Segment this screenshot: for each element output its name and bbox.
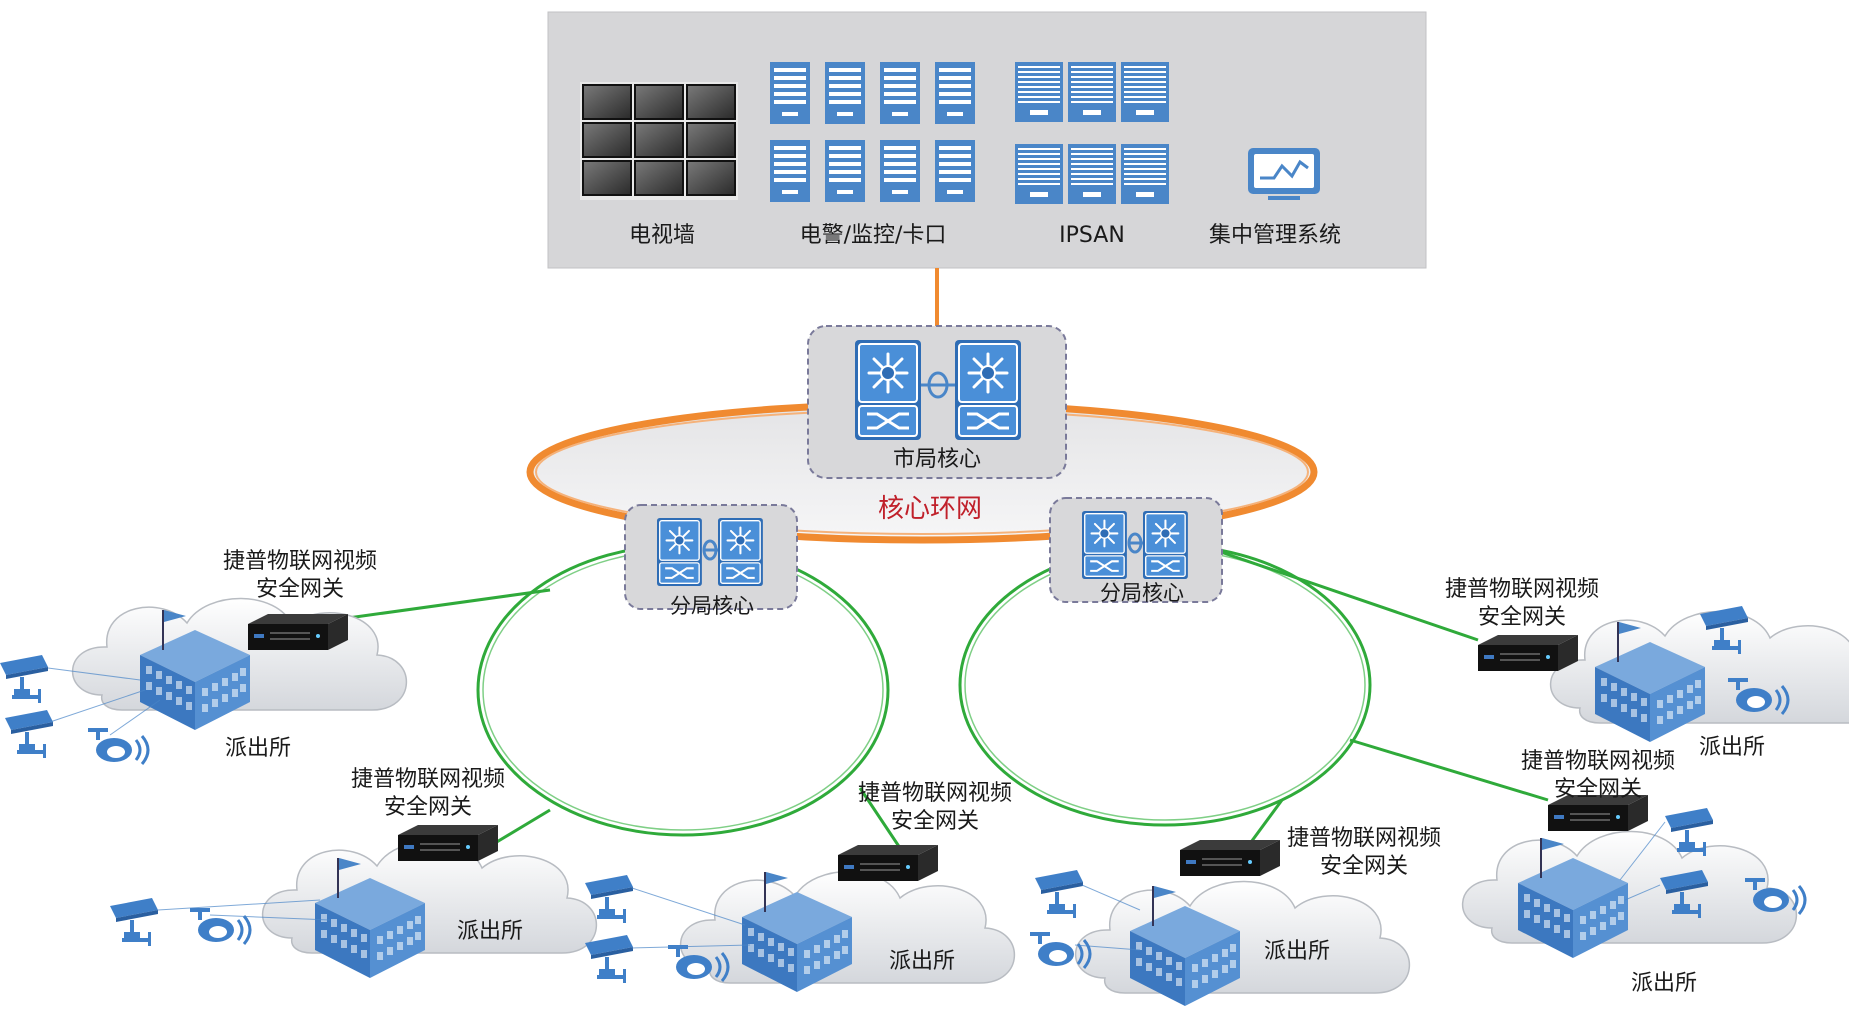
cloud-icon [1074,880,1411,994]
switch-icon [953,338,1023,442]
tv-screen [634,84,684,120]
gateway-label-line1: 捷普物联网视频 [351,767,505,792]
site-4: 捷普物联网视频 安全网关 派出所 [1028,826,1441,1006]
dome-camera-icon [86,726,150,766]
surveillance-label: 电警/监控/卡口 [800,223,947,248]
gateway-icon [1180,840,1280,876]
branch-core-left-label: 分局核心 [670,594,754,618]
gateway-label-line1: 捷普物联网视频 [1521,749,1675,774]
station-label: 派出所 [225,736,291,761]
gateway-label-line2: 安全网关 [384,795,472,820]
gateway-label-line1: 捷普物联网视频 [223,549,377,574]
gateway-label-line1: 捷普物联网视频 [1445,577,1599,602]
station-label: 派出所 [1631,971,1697,996]
gateway-label-line2: 安全网关 [256,577,344,602]
camera-icon [5,710,53,758]
camera-icon [0,655,48,703]
stack-link-icon [921,371,955,399]
tv-screen [686,84,736,120]
cloud-icon [1461,830,1798,944]
site-3: 捷普物联网视频 安全网关 派出所 [585,781,1016,992]
management-system-label: 集中管理系统 [1209,223,1341,248]
tv-wall-label: 电视墙 [629,223,695,248]
camera-icon [1035,870,1083,918]
site-5: 捷普物联网视频 安全网关 派出所 [1445,577,1849,760]
switch-icon [853,338,923,442]
gateway-label-line1: 捷普物联网视频 [858,781,1012,806]
gateway-icon [1478,635,1578,671]
gateway-label-line2: 安全网关 [1320,854,1408,879]
gateway-label-line2: 安全网关 [1478,605,1566,630]
branch-core-left: 分局核心 [624,504,798,618]
ipsan-label: IPSAN [1059,223,1125,248]
tv-wall-icon [580,82,738,200]
tv-screen [634,160,684,196]
tv-screen [634,122,684,158]
gateway-icon [838,845,938,881]
tv-screen [686,122,736,158]
tv-screen [582,84,632,120]
tv-screen [582,122,632,158]
monitor-chart-icon [1248,148,1320,200]
dome-camera-icon [188,906,252,946]
camera-icon [585,935,633,983]
station-label: 派出所 [889,949,955,974]
gateway-label-line2: 安全网关 [891,809,979,834]
gateway-icon [248,614,348,650]
station-label: 派出所 [1264,939,1330,964]
tv-screen [582,160,632,196]
branch-core-right: 分局核心 [1049,497,1223,605]
gateway-label-line2: 安全网关 [1554,777,1642,802]
station-label: 派出所 [1699,735,1765,760]
gateway-icon [398,825,498,861]
branch-core-right-label: 分局核心 [1100,581,1184,605]
camera-icon [110,898,158,946]
tv-screen [686,160,736,196]
core-ring-label: 核心环网 [878,494,982,524]
site-6: 捷普物联网视频 安全网关 派出所 [1461,749,1807,996]
city-core-label: 市局核心 [893,447,981,472]
station-label: 派出所 [457,919,523,944]
site-2: 捷普物联网视频 安全网关 派出所 [110,767,598,978]
site-1: 捷普物联网视频 安全网关 派出所 [0,549,408,766]
gateway-label-line1: 捷普物联网视频 [1287,826,1441,851]
